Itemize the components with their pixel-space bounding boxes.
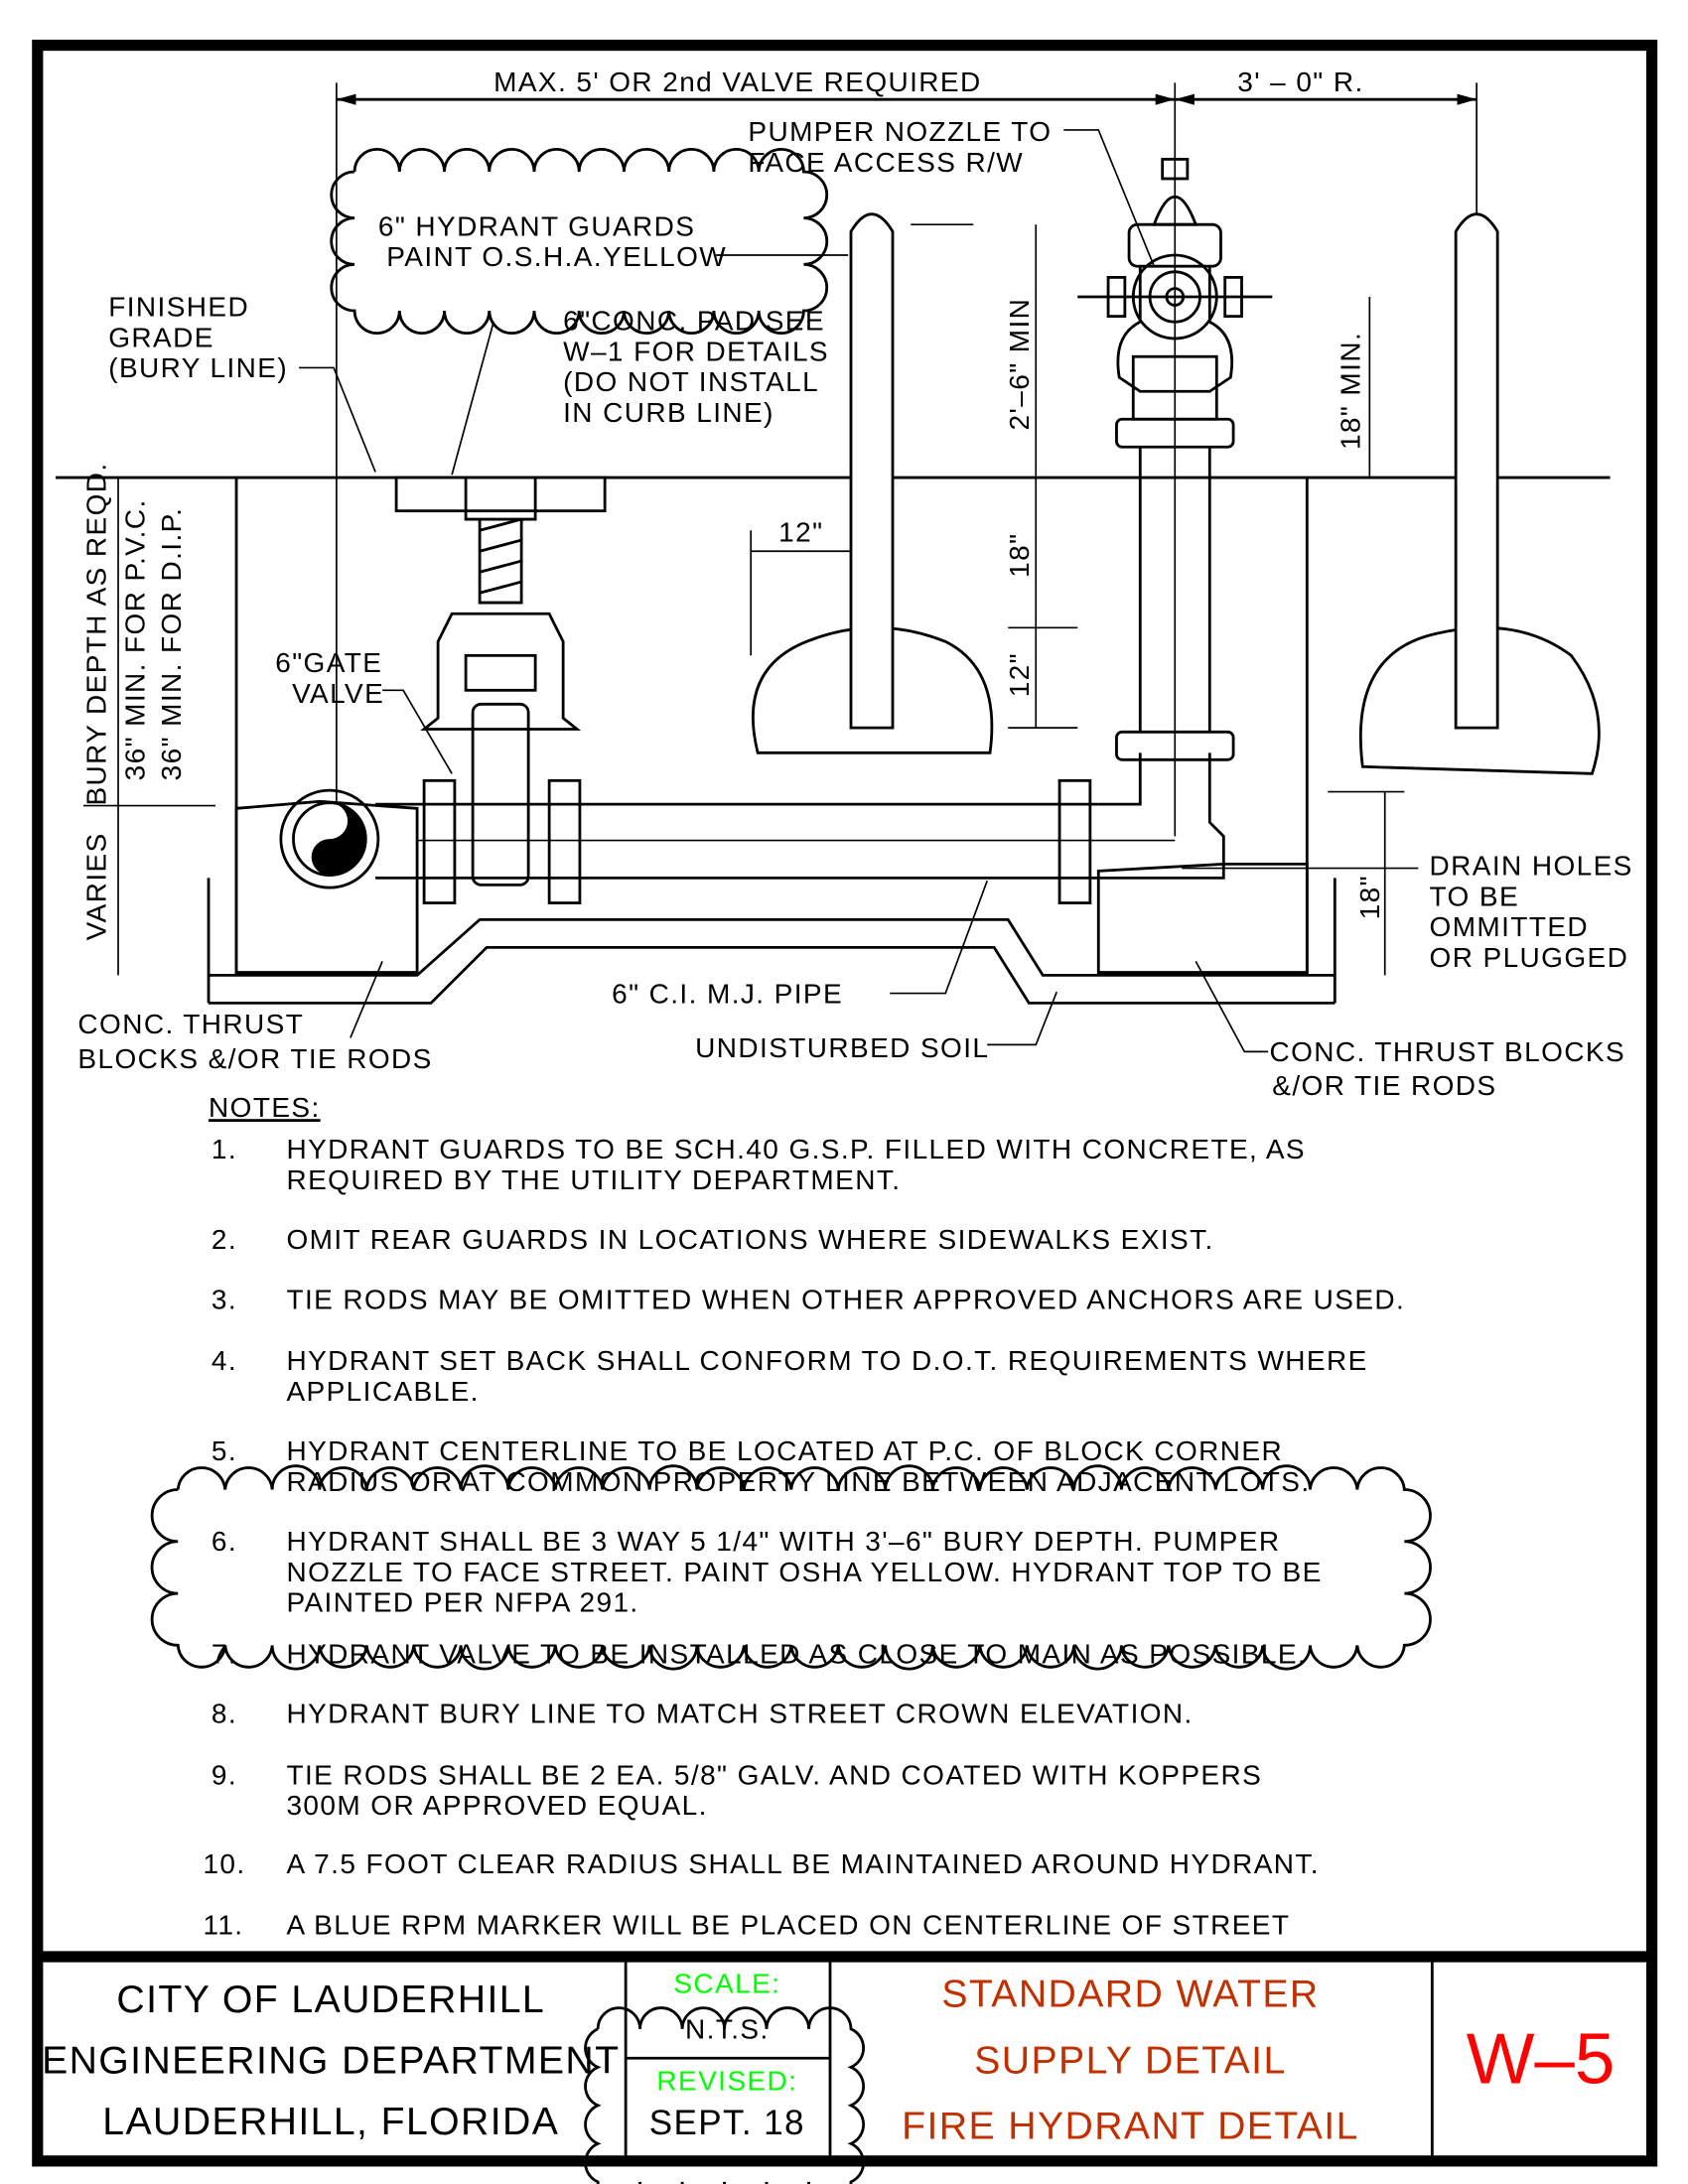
callout: CONC. THRUST [77,1009,304,1039]
note-text: HYDRANT CENTERLINE TO BE LOCATED AT P.C.… [286,1435,1283,1466]
callout: PAINT O.S.H.A.YELLOW [386,241,727,272]
callout: IN CURB LINE) [563,397,774,428]
note-text: RADIUS OR AT COMMON PROPERTY LINE BETWEE… [286,1466,1310,1497]
callout: &/OR TIE RODS [1272,1070,1496,1101]
note-number: 1. [211,1134,237,1164]
dim-label: VARIES [80,832,111,940]
callout: OR PLUGGED [1430,942,1629,973]
note-text: A BLUE RPM MARKER WILL BE PLACED ON CENT… [286,1910,1290,1941]
callout: FACE ACCESS R/W [748,147,1024,178]
dim-label: 18" MIN. [1336,332,1366,450]
note-text: REQUIRED BY THE UTILITY DEPARTMENT. [286,1164,901,1195]
dim-label: MAX. 5' OR 2nd VALVE REQUIRED [493,67,982,97]
tee-fitting [279,788,380,889]
note-number: 10. [203,1848,245,1879]
dim-label: 36" MIN. FOR P.V.C. [120,498,151,780]
title-block: CITY OF LAUDERHILL ENGINEERING DEPARTMEN… [42,1957,1615,2161]
hydrant-guard-right [1358,212,1601,775]
note-text: HYDRANT VALVE TO BE INSTALLED AS CLOSE T… [286,1639,1307,1670]
callout: 6" C.I. M.J. PIPE [612,978,843,1009]
notes-list: 1. HYDRANT GUARDS TO BE SCH.40 G.S.P. FIL… [203,1134,1405,1941]
callout: GRADE [108,322,214,352]
agency-name: CITY OF LAUDERHILL [116,1979,545,2021]
callout: 6"CONC. PAD SEE [563,306,825,337]
dim-label: 3' – 0" R. [1237,67,1363,97]
callout: CONC. THRUST BLOCKS [1270,1036,1626,1067]
note-text: HYDRANT SHALL BE 3 WAY 5 1/4" WITH 3'–6"… [286,1526,1280,1557]
callout: W–1 FOR DETAILS [563,336,829,366]
note-number: 11. [203,1910,243,1941]
dim-label: 18" [1004,533,1035,578]
note-number: 9. [211,1759,237,1790]
dim-label: 12" [778,516,823,547]
fire-hydrant [1077,157,1273,761]
callout: TO BE [1430,881,1520,911]
callout: DRAIN HOLES [1430,851,1633,882]
sheet-number: W–5 [1467,2018,1616,2099]
note-number: 4. [211,1345,237,1376]
revised-label: REVISED: [656,2065,797,2096]
callout: VALVE [292,678,384,709]
agency-location: LAUDERHILL, FLORIDA [102,2101,559,2143]
dim-label: 2'–6" MIN [1004,298,1035,431]
callout: (BURY LINE) [108,352,288,383]
dim-label: 36" MIN. FOR D.I.P. [156,507,187,781]
callout: 6" HYDRANT GUARDS [378,210,696,241]
drawing-title-line: STANDARD WATER [941,1973,1319,2015]
notes-heading: NOTES: [209,1092,321,1123]
note-number: 6. [211,1526,237,1557]
agency-department: ENGINEERING DEPARTMENT [42,2040,620,2083]
scale-label: SCALE: [673,1968,780,1998]
note-text: TIE RODS SHALL BE 2 EA. 5/8" GALV. AND C… [286,1759,1262,1790]
note-text: HYDRANT BURY LINE TO MATCH STREET CROWN … [286,1699,1193,1729]
note-number: 8. [211,1699,237,1729]
note-number: 7. [211,1639,237,1670]
note-text: TIE RODS MAY BE OMITTED WHEN OTHER APPRO… [286,1284,1405,1314]
note-number: 2. [211,1224,237,1255]
callout: FINISHED [108,292,249,323]
hydrant-guard-left [751,212,994,754]
drawing-geometry [56,82,1611,1053]
note-text: OMIT REAR GUARDS IN LOCATIONS WHERE SIDE… [286,1224,1213,1255]
revision-cloud [150,1464,1432,1671]
note-number: 5. [211,1435,237,1466]
drawing-labels: MAX. 5' OR 2nd VALVE REQUIRED 3' – 0" R.… [77,67,1633,1101]
note-text: HYDRANT SET BACK SHALL CONFORM TO D.O.T.… [286,1345,1367,1376]
sheet-border [32,39,1658,2167]
callout: PUMPER NOZZLE TO [748,116,1052,147]
dim-label: BURY DEPTH AS REQD. [80,462,111,805]
callout: OMMITTED [1430,911,1590,942]
dim-label: 18" [1354,875,1385,919]
drawing-title-line: FIRE HYDRANT DETAIL [902,2105,1359,2147]
revision-cloud [584,2006,865,2184]
callout: (DO NOT INSTALL [563,366,819,397]
revision-cloud [330,147,829,336]
note-text: HYDRANT GUARDS TO BE SCH.40 G.S.P. FILLE… [286,1134,1306,1164]
revised-date: SEPT. 18 [649,2104,805,2142]
dim-label: 12" [1004,652,1035,697]
note-number: 3. [211,1284,237,1314]
scale-value: N.T.S. [685,2014,770,2045]
note-text: APPLICABLE. [286,1376,479,1407]
callout: 6"GATE [275,647,382,678]
drawing-title-line: SUPPLY DETAIL [974,2040,1286,2083]
note-text: A 7.5 FOOT CLEAR RADIUS SHALL BE MAINTAI… [286,1848,1320,1879]
note-text: 300M OR APPROVED EQUAL. [286,1790,707,1821]
note-text: PAINTED PER NFPA 291. [286,1587,638,1618]
callout: BLOCKS &/OR TIE RODS [77,1043,432,1074]
note-text: NOZZLE TO FACE STREET. PAINT OSHA YELLOW… [286,1557,1322,1587]
callout: UNDISTURBED SOIL [695,1032,989,1063]
revision-clouds [150,147,1432,2184]
